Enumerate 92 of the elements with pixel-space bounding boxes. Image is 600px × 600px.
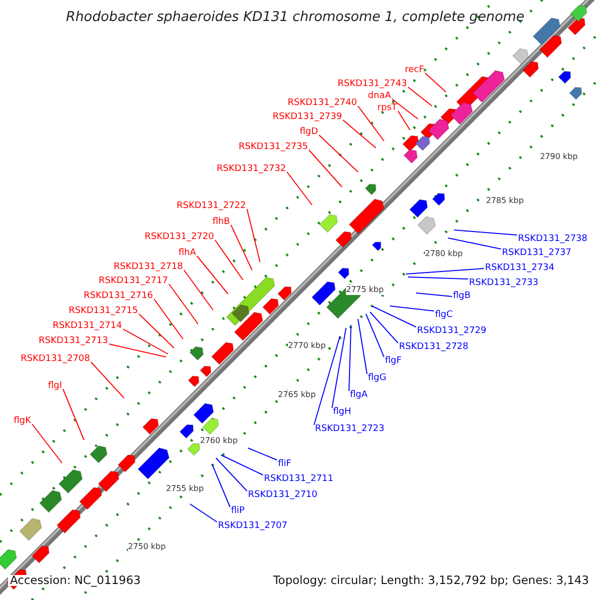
leader-line [314, 336, 340, 426]
leader-line [318, 134, 358, 172]
gene-label: RSKD131_2722 [176, 201, 246, 212]
leader-line [366, 314, 384, 358]
gene-label: RSKD131_2729 [417, 326, 486, 337]
gene-label: RSKD131_2728 [399, 342, 468, 353]
scale-label: 2755 kbp [166, 484, 204, 494]
leader-line [408, 86, 432, 106]
leader-line [190, 504, 218, 522]
leader-line [308, 150, 342, 188]
leader-line [220, 454, 264, 476]
scale-label: 2750 kbp [128, 542, 166, 552]
gene-label: RSKD131_2723 [315, 424, 384, 435]
leader-line [230, 224, 252, 270]
scale-label: 2760 kbp [200, 436, 238, 446]
leader-line [390, 306, 434, 312]
leader-line [212, 464, 230, 508]
gene-label: rpsT [377, 103, 397, 114]
gene-label: RSKD131_2733 [469, 278, 538, 289]
map-title: Rhodobacter sphaeroides KD131 chromosome 1, complete genome [66, 9, 524, 26]
scale-label: 2775 kbp [346, 285, 384, 295]
gene-label: dnaA [368, 91, 391, 102]
gene-label: flgB [453, 291, 471, 302]
leader-line [154, 298, 184, 340]
scale-label: 2780 kbp [425, 249, 463, 259]
leader-line [62, 388, 84, 440]
leader-line [168, 284, 198, 324]
scale-label: 2770 kbp [288, 341, 326, 351]
gene-label: flgI [48, 381, 62, 392]
leader-line [214, 240, 244, 280]
gene-label: RSKD131_2738 [518, 234, 588, 245]
leader-line [348, 324, 352, 392]
gene-label: RSKD131_2707 [218, 521, 288, 532]
gene-label: RSKD131_2710 [248, 490, 318, 501]
leader-line [286, 172, 312, 206]
gene-label: fliP [231, 506, 245, 517]
leader-line [358, 318, 368, 374]
gene-label: flhA [178, 248, 196, 259]
leader-line [342, 120, 376, 148]
gene-label: flgG [368, 373, 386, 384]
gene-label: flgK [14, 416, 31, 427]
gene-label: RSKD131_2735 [238, 142, 308, 153]
gene-label: RSKD131_2743 [338, 79, 407, 90]
gene-label: recF [404, 65, 424, 76]
leader-line [122, 328, 168, 354]
leader-line [416, 292, 452, 297]
leader-line [32, 424, 62, 464]
gene-label: flhB [212, 217, 230, 228]
leader-line [424, 72, 446, 92]
leader-line [408, 276, 468, 280]
gene-label: RSKD131_2708 [20, 354, 90, 365]
leader-line [372, 306, 416, 328]
gene-label: RSKD131_2717 [98, 276, 168, 287]
scale-label: 2765 kbp [278, 390, 316, 400]
gene-label: flgH [333, 407, 352, 418]
gene-label: RSKD131_2714 [52, 321, 122, 332]
leader-line [184, 270, 214, 310]
gene-label: RSKD131_2740 [288, 98, 357, 109]
gene-label: RSKD131_2716 [84, 291, 153, 302]
gene-label: flgC [435, 310, 453, 321]
gene-label: RSKD131_2715 [68, 306, 138, 317]
leader-line [108, 344, 166, 358]
leader-line [196, 256, 228, 294]
leader-line [246, 208, 260, 262]
leader-line [392, 98, 418, 120]
leader-line [398, 110, 410, 130]
leader-line [358, 106, 384, 142]
accession-text: Accession: NC_011963 [8, 575, 143, 586]
scale-label: 2785 kbp [486, 196, 524, 206]
leader-line [406, 268, 484, 274]
gene-label: RSKD131_2734 [485, 263, 554, 274]
leader-line [248, 448, 278, 460]
gene-label: RSKD131_2720 [144, 232, 214, 243]
leader-line [448, 238, 502, 250]
leader-line [90, 362, 124, 398]
leader-line [138, 314, 174, 348]
gene-label: flgD [300, 127, 318, 138]
gene-label: RSKD131_2737 [502, 248, 572, 259]
gene-label: RSKD131_2739 [272, 112, 342, 123]
leader-line [370, 312, 398, 344]
gene-label: fliF [278, 459, 292, 470]
gene-label: RSKD131_2718 [114, 262, 183, 273]
leader-line [332, 328, 346, 408]
scale-label: 2790 kbp [540, 152, 578, 162]
leader-line [454, 230, 518, 236]
gene-label: flgA [350, 390, 368, 401]
gene-label: RSKD131_2732 [216, 164, 286, 175]
gene-label: RSKD131_2713 [38, 336, 108, 347]
leader-line [216, 458, 248, 492]
genome-info-text: Topology: circular; Length: 3,152,792 bp; Genes: 3,143 [271, 575, 591, 586]
gene-label: RSKD131_2711 [264, 474, 334, 485]
gene-label: flgF [385, 356, 402, 367]
